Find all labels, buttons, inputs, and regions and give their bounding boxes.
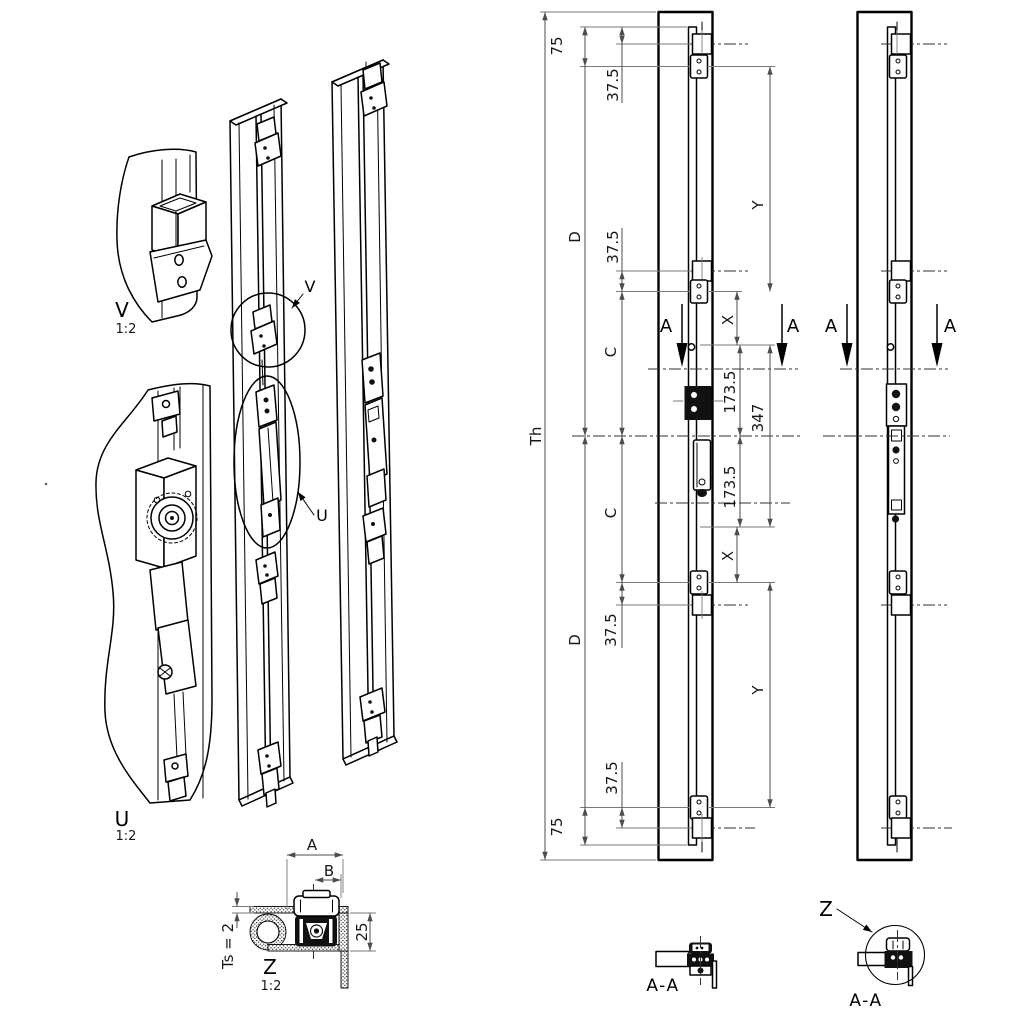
dim-375-lower: 37.5 <box>602 613 620 646</box>
screw-hole-icon <box>174 254 184 266</box>
keeper-top <box>689 54 709 79</box>
callout-circle-z <box>864 924 926 986</box>
iso-rail-right <box>331 59 398 766</box>
cam-bottom <box>682 814 755 842</box>
section-aa-center: A-A <box>646 936 718 996</box>
dim-a-width: A <box>307 836 318 854</box>
detail-z-view: A B Ts = 2 25 Z 1:2 <box>219 836 376 994</box>
dim-1735-lower: 173.5 <box>721 466 739 509</box>
gear-icon <box>146 490 198 544</box>
section-arrow-label: A <box>944 316 957 337</box>
dim-c-upper: C <box>602 347 620 357</box>
gear-cassette-front <box>885 383 908 523</box>
rod-pivot <box>687 343 696 351</box>
dimension-lines <box>542 12 773 860</box>
gear-cassette <box>673 386 723 420</box>
section-aa-right: Z A-A <box>819 897 926 1011</box>
section-arrow-label: A <box>787 316 800 337</box>
callout-circle-v <box>230 292 306 368</box>
screw-hole-icon <box>171 762 179 770</box>
dim-1735-upper: 173.5 <box>721 371 739 414</box>
section-arrow-right: A <box>776 304 800 367</box>
stray-mark <box>44 482 48 486</box>
dim-347: 347 <box>749 404 767 433</box>
section-arrow-label: A <box>660 316 673 337</box>
dim-th: Th <box>527 427 545 447</box>
screw-hole-icon <box>161 399 171 409</box>
dim-375-top: 37.5 <box>604 68 622 101</box>
callout-v-label: V <box>305 277 316 296</box>
callout-u-label: U <box>316 506 328 525</box>
section-cut-label-center: A-A <box>646 976 679 996</box>
cam-roller-section <box>295 915 337 947</box>
detail-v-scale: 1:2 <box>116 322 137 337</box>
dim-d-bottom: D <box>566 634 584 646</box>
front-view-right: A A <box>823 10 957 862</box>
detail-v-view: V 1:2 <box>115 148 213 337</box>
dim-d-top: D <box>566 231 584 243</box>
dim-375-upper: 37.5 <box>604 230 622 263</box>
cam-lower <box>682 591 748 619</box>
detail-v-label: V <box>115 298 129 322</box>
faceplate-end <box>857 951 890 967</box>
detail-z-scale: 1:2 <box>261 979 282 994</box>
dim-ts: Ts = 2 <box>219 923 237 970</box>
section-arrow-left: A <box>660 304 688 367</box>
cam-top <box>682 30 748 58</box>
dim-y-bottom: Y <box>749 685 767 696</box>
flange-section <box>340 950 349 989</box>
section-arrow-left: A <box>825 304 853 367</box>
section-cut-label-right: A-A <box>849 991 882 1011</box>
detail-u-label: U <box>115 807 130 831</box>
screw-icon <box>157 664 173 680</box>
screw-hole-icon <box>177 276 187 288</box>
detail-z-label: Z <box>263 955 277 979</box>
keeper-bottom <box>689 795 709 820</box>
dim-25: 25 <box>353 922 371 941</box>
detail-u-scale: 1:2 <box>116 829 137 844</box>
keeper-lower <box>689 570 709 595</box>
dim-c-lower: C <box>602 508 620 518</box>
dim-x-lower: X <box>719 551 737 561</box>
iso-rail-left: V U <box>229 98 328 808</box>
dim-y-top: Y <box>749 200 767 211</box>
dim-b-width: B <box>324 862 334 880</box>
dim-x-upper: X <box>719 315 737 325</box>
detail-u-view: U 1:2 <box>95 382 213 844</box>
front-view-main: A A Th D 75 37.5 37.5 C C 37.5 <box>527 10 800 862</box>
keeper-upper <box>689 279 709 304</box>
dim-75-top: 75 <box>548 36 566 55</box>
section-arrow-right: A <box>931 304 957 367</box>
faceplate-end <box>655 950 690 968</box>
callout-z-label: Z <box>819 897 833 921</box>
section-arrow-label: A <box>825 316 838 337</box>
dim-75-bottom: 75 <box>548 817 566 836</box>
callout-ellipse-u <box>233 375 301 549</box>
dim-375-bottom: 37.5 <box>603 761 621 794</box>
lock-housing <box>692 439 712 497</box>
